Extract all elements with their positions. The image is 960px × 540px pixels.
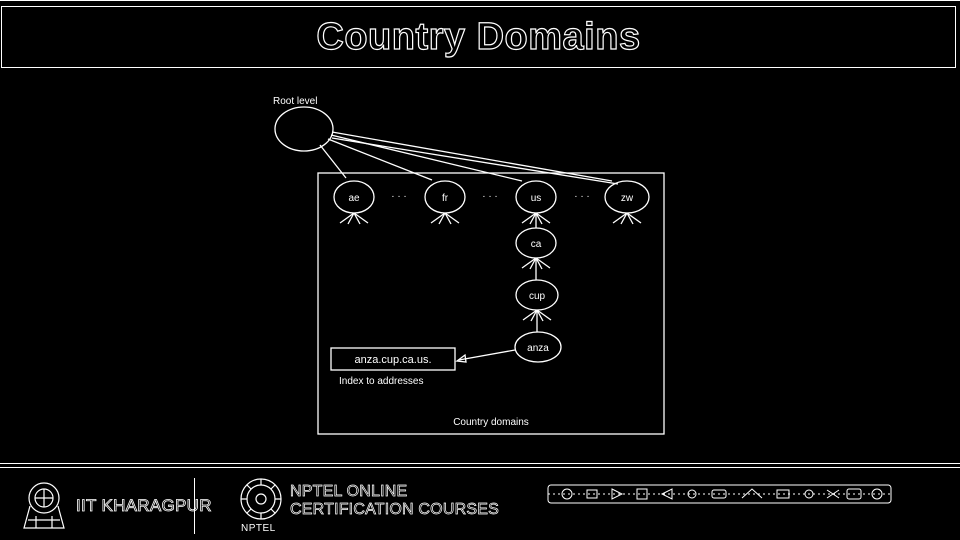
root-to-fr-line — [327, 138, 433, 181]
ae-children-marks — [339, 212, 369, 225]
zw-children-marks — [612, 212, 642, 225]
root-to-ae-line — [319, 144, 347, 179]
nptel-small-label: NPTEL — [241, 523, 276, 534]
root-label: Root level — [273, 96, 317, 107]
title-bar: Country Domains — [1, 6, 956, 68]
address-arrowhead — [455, 353, 467, 363]
cup-label: cup — [529, 291, 546, 302]
footer-divider-line — [0, 463, 960, 468]
zw-label: zw — [621, 193, 634, 204]
top-border — [0, 0, 960, 2]
index-label: Index to addresses — [339, 376, 424, 387]
ae-label: ae — [348, 193, 360, 204]
ellipsis-fr-us: · · · — [482, 191, 498, 202]
address-box — [330, 347, 456, 371]
region-label: Country domains — [453, 417, 529, 428]
address-box-text: anza.cup.ca.us. — [354, 354, 431, 366]
root-to-zw-line — [331, 131, 613, 182]
iit-kharagpur-logo-icon — [23, 482, 65, 529]
institute-name: IIT KHARAGPUR — [76, 496, 212, 516]
country-domains-region — [317, 172, 665, 435]
us-label: us — [531, 193, 542, 204]
us-children-marks — [521, 212, 551, 225]
ellipsis-us-zw: · · · — [574, 191, 590, 202]
anza-to-address-line — [458, 349, 516, 361]
nptel-title-line2: CERTIFICATION COURSES — [290, 501, 499, 519]
nptel-logo-icon — [240, 478, 282, 520]
root-node — [274, 106, 334, 152]
nptel-title-line1: NPTEL ONLINE — [290, 483, 408, 501]
anza-label: anza — [527, 343, 549, 354]
decorative-banner-icon — [547, 484, 892, 504]
ca-children-marks — [521, 257, 551, 270]
fr-label: fr — [442, 193, 449, 204]
ca-label: ca — [531, 239, 542, 250]
footer: IIT KHARAGPUR NPTEL NPTEL ONLINE CERTIFI… — [0, 470, 960, 540]
fr-children-marks — [430, 212, 460, 225]
cup-children-marks — [522, 309, 552, 322]
slide-title: Country Domains — [316, 15, 641, 58]
anza-node — [514, 331, 562, 363]
ellipsis-ae-fr: · · · — [391, 191, 407, 202]
root-to-zw-line-2 — [331, 137, 619, 185]
footer-vertical-divider — [194, 478, 195, 534]
